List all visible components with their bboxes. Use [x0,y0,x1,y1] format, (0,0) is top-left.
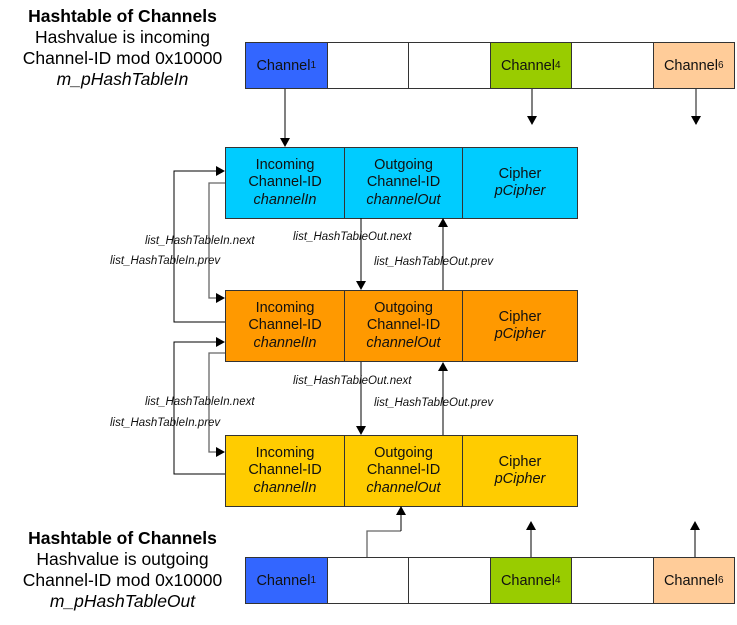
outgoing-channel-id-cell: Outgoing Channel-ID channelOut [345,148,463,218]
cell-label: Channel-ID [248,174,322,191]
field-name: channelOut [366,191,441,208]
slot-label: Channel [663,572,718,589]
slot-label: Channel [663,57,718,74]
slot-label: Channel [256,572,311,589]
slot-index: 1 [310,575,317,586]
cell-label: Cipher [498,453,542,470]
channel-entry: Incoming Channel-ID channelIn Outgoing C… [225,435,578,507]
label-in-prev: list_HashTableIn.prev [110,255,221,267]
outgoing-channel-id-cell: Outgoing Channel-ID channelOut [345,436,463,506]
cipher-cell: Cipher pCipher [463,291,577,361]
hashtable-slot [327,558,409,603]
field-name: channelIn [253,334,317,351]
caption-title: Hashtable of Channels [28,6,217,26]
hashtable-slot [409,558,491,603]
cell-label: Channel-ID [248,317,322,334]
label-out-prev: list_HashTableOut.prev [374,256,494,268]
label-in-prev: list_HashTableIn.prev [110,417,221,429]
cell-label: Incoming [255,444,315,461]
link-in-next-0-to-1 [208,182,225,303]
cell-label: Outgoing [374,156,433,173]
cell-label: Channel-ID [366,317,441,334]
field-name: channelOut [366,334,441,351]
cipher-cell: Cipher pCipher [463,148,577,218]
slot-label: Channel [500,57,555,74]
slot-label: Channel [500,572,555,589]
label-in-next: list_HashTableIn.next [145,235,255,247]
hashtable-slot [327,43,409,88]
caption-line: Hashvalue is incoming [34,27,211,47]
channel-entry: Incoming Channel-ID channelIn Outgoing C… [225,290,578,362]
hashtable-slot [572,558,654,603]
label-in-next: list_HashTableIn.next [145,396,255,408]
caption-line: Channel-ID mod 0x10000 [22,48,223,68]
arrow-bottom-channel1-to-entry [366,530,401,557]
field-name: pCipher [494,326,546,342]
link-in-next-1-to-2 [208,352,225,457]
slot-index: 6 [717,575,724,586]
slot-index: 4 [554,575,561,586]
field-name: channelIn [253,191,317,208]
cell-label: Channel-ID [366,462,441,479]
cell-label: Incoming [255,299,315,316]
label-out-next: list_HashTableOut.next [293,375,412,387]
caption-line: Hashvalue is outgoing [36,549,209,569]
field-name: channelOut [366,479,441,496]
hashtable-slot [409,43,491,88]
cell-label: Incoming [255,156,315,173]
field-name: channelIn [253,479,317,496]
cell-label: Outgoing [374,444,433,461]
outgoing-channel-id-cell: Outgoing Channel-ID channelOut [345,291,463,361]
cipher-cell: Cipher pCipher [463,436,577,506]
bottom-hashtable-caption: Hashtable of Channels Hashvalue is outgo… [0,528,245,612]
incoming-channel-id-cell: Incoming Channel-ID channelIn [226,148,345,218]
link-in-prev-2-to-1 [173,337,225,475]
caption-title: Hashtable of Channels [28,528,217,548]
incoming-channel-id-cell: Incoming Channel-ID channelIn [226,291,345,361]
slot-index: 1 [310,60,317,71]
slot-index: 4 [554,60,561,71]
label-out-next: list_HashTableOut.next [293,231,412,243]
cell-label: Cipher [498,165,542,182]
cell-label: Channel-ID [248,462,322,479]
caption-line: Channel-ID mod 0x10000 [22,570,223,590]
cell-label: Cipher [498,308,542,325]
label-out-prev: list_HashTableOut.prev [374,397,494,409]
cell-label: Outgoing [374,299,433,316]
top-hashtable-caption: Hashtable of Channels Hashvalue is incom… [0,6,245,90]
caption-variable: m_pHashTableOut [49,591,196,611]
slot-label: Channel [256,57,311,74]
field-name: pCipher [494,471,546,487]
field-name: pCipher [494,183,546,199]
caption-variable: m_pHashTableIn [56,69,189,89]
channel-entry: Incoming Channel-ID channelIn Outgoing C… [225,147,578,219]
hashtable-slot [572,43,654,88]
slot-index: 6 [717,60,724,71]
cell-label: Channel-ID [366,174,441,191]
link-in-prev-1-to-0 [173,166,225,323]
incoming-channel-id-cell: Incoming Channel-ID channelIn [226,436,345,506]
